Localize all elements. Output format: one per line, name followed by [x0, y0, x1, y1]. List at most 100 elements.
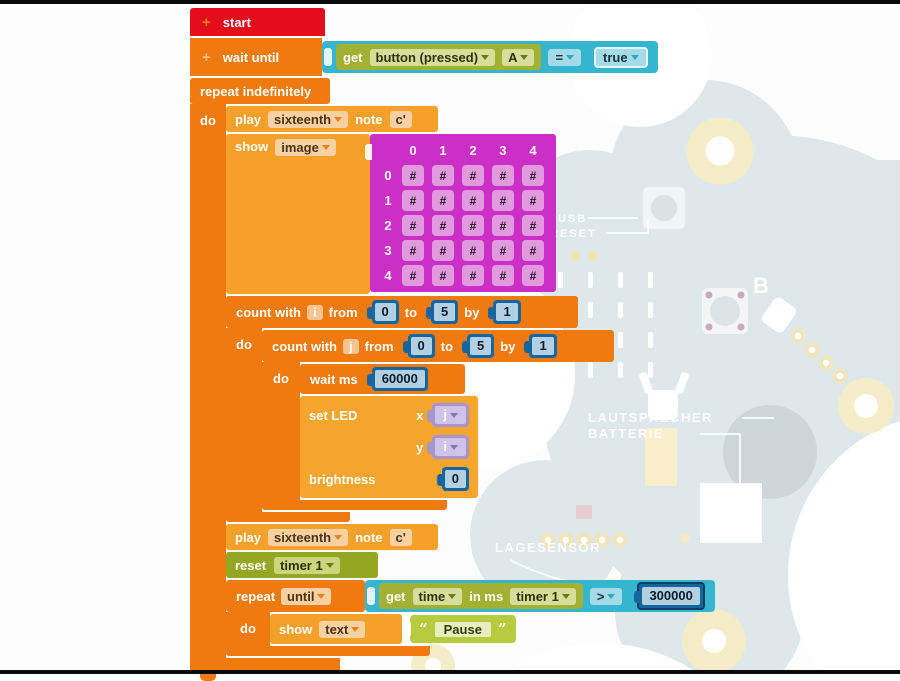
- wait-until-block[interactable]: + wait until: [190, 38, 322, 76]
- show-mode-dropdown[interactable]: image: [275, 139, 336, 156]
- start-block[interactable]: + start: [190, 8, 325, 36]
- grid-cell[interactable]: #: [462, 165, 484, 186]
- show-image-block[interactable]: show image: [226, 134, 372, 294]
- string-value[interactable]: Pause: [434, 621, 491, 637]
- grid-col-header: 2: [469, 143, 477, 158]
- y-label: y: [416, 439, 424, 455]
- duration-dropdown[interactable]: sixteenth: [268, 528, 349, 546]
- duration-dropdown[interactable]: sixteenth: [268, 110, 349, 128]
- block-stack: + start + wait until get button (pressed…: [190, 8, 715, 681]
- loop-var-field[interactable]: i: [307, 304, 323, 320]
- variable-block[interactable]: j: [427, 403, 469, 427]
- number-block[interactable]: 0: [436, 467, 469, 491]
- grid-cell[interactable]: #: [462, 265, 484, 286]
- show-text-block[interactable]: show text: [270, 614, 402, 644]
- count-i-block[interactable]: count with i from 0 to 5 by 1 do: [226, 296, 715, 522]
- true-block[interactable]: true: [594, 46, 648, 68]
- count-i-header[interactable]: count with i from 0 to 5 by 1: [226, 296, 578, 328]
- duration-value: sixteenth: [274, 529, 332, 545]
- plus-icon[interactable]: +: [202, 13, 211, 31]
- grid-cell[interactable]: #: [402, 265, 424, 286]
- grid-cell[interactable]: #: [432, 240, 454, 261]
- sensor-dropdown[interactable]: button (pressed): [369, 48, 496, 66]
- loop-var-field[interactable]: j: [343, 338, 359, 354]
- number-block[interactable]: 1: [524, 334, 557, 358]
- number-value: 300000: [642, 587, 700, 605]
- time-dropdown[interactable]: time: [412, 587, 463, 605]
- note-field[interactable]: c': [389, 110, 412, 128]
- grid-cell[interactable]: #: [402, 165, 424, 186]
- grid-row-header: 3: [384, 243, 392, 258]
- grid-cell[interactable]: #: [402, 215, 424, 236]
- wait-ms-block[interactable]: wait ms 60000: [300, 364, 465, 394]
- chevron-down-icon: [630, 54, 639, 60]
- grid-cell[interactable]: #: [462, 215, 484, 236]
- from-label: from: [364, 338, 394, 354]
- grid-cell[interactable]: #: [492, 165, 514, 186]
- get-time-block[interactable]: get time in ms timer 1: [379, 583, 583, 609]
- grid-cell[interactable]: #: [522, 215, 544, 236]
- number-block[interactable]: 0: [402, 334, 435, 358]
- play-note-block[interactable]: play sixteenth note c': [226, 106, 438, 132]
- show-mode-dropdown[interactable]: text: [319, 620, 366, 638]
- brightness-label: brightness: [309, 471, 376, 487]
- plus-icon[interactable]: +: [202, 48, 211, 66]
- grid-col-header: 0: [409, 143, 417, 158]
- count-j-block[interactable]: count with j from 0 to 5 by 1: [262, 330, 614, 510]
- operator-dropdown[interactable]: >: [589, 587, 623, 605]
- get-button-block[interactable]: get button (pressed) A: [336, 44, 542, 70]
- repeat-until-header[interactable]: repeat until: [226, 580, 365, 612]
- timer-dropdown[interactable]: timer 1: [510, 587, 576, 605]
- set-led-block[interactable]: set LED x j: [300, 396, 478, 498]
- play-note-block[interactable]: play sixteenth note c': [226, 524, 438, 550]
- repeat-forever-spine: do: [190, 104, 226, 658]
- repeat-until-block[interactable]: repeat until get time: [226, 580, 715, 656]
- grid-cell[interactable]: #: [522, 265, 544, 286]
- chevron-down-icon: [450, 444, 458, 450]
- grid-cell[interactable]: #: [492, 215, 514, 236]
- grid-cell[interactable]: #: [402, 190, 424, 211]
- reset-timer-block[interactable]: reset timer 1: [226, 552, 378, 578]
- grid-cell[interactable]: #: [432, 165, 454, 186]
- duration-value: sixteenth: [274, 111, 332, 127]
- grid-cell[interactable]: #: [522, 190, 544, 211]
- number-block[interactable]: 60000: [366, 367, 428, 391]
- number-block[interactable]: 300000: [634, 582, 705, 610]
- count-j-header[interactable]: count with j from 0 to 5 by 1: [262, 330, 614, 362]
- board-label-b: B: [753, 273, 769, 298]
- count-i-footer: [226, 512, 350, 522]
- board-label-usb: USB: [558, 213, 587, 225]
- grid-cell[interactable]: #: [432, 265, 454, 286]
- greater-expression-block[interactable]: get time in ms timer 1: [365, 580, 715, 612]
- timer-dropdown[interactable]: timer 1: [274, 556, 340, 574]
- grid-cell[interactable]: #: [522, 165, 544, 186]
- number-block[interactable]: 5: [461, 334, 495, 358]
- operator-value: >: [596, 588, 605, 604]
- number-block[interactable]: 5: [425, 300, 459, 324]
- loop-mode-dropdown[interactable]: until: [281, 587, 332, 605]
- grid-cell[interactable]: #: [402, 240, 424, 261]
- grid-cell[interactable]: #: [462, 190, 484, 211]
- variable-block[interactable]: i: [427, 435, 469, 459]
- operator-dropdown[interactable]: =: [548, 48, 582, 66]
- grid-cell[interactable]: #: [492, 265, 514, 286]
- grid-cell[interactable]: #: [462, 240, 484, 261]
- grid-cell[interactable]: #: [492, 190, 514, 211]
- note-field[interactable]: c': [389, 528, 412, 546]
- number-value: 60000: [374, 370, 425, 388]
- repeat-forever-block[interactable]: repeat indefinitely do play sixteenth no…: [190, 78, 715, 681]
- repeat-forever-header[interactable]: repeat indefinitely: [190, 78, 330, 104]
- grid-cell[interactable]: #: [492, 240, 514, 261]
- equals-expression-block[interactable]: get button (pressed) A = true: [322, 41, 658, 73]
- port-value: A: [508, 49, 518, 65]
- grid-cell[interactable]: #: [432, 215, 454, 236]
- grid-cell[interactable]: #: [432, 190, 454, 211]
- note-word: note: [355, 529, 383, 545]
- number-block[interactable]: 0: [366, 300, 399, 324]
- grid-cell[interactable]: #: [522, 240, 544, 261]
- port-dropdown[interactable]: A: [502, 48, 535, 66]
- number-block[interactable]: 1: [488, 300, 521, 324]
- repeat-until-footer: [226, 646, 430, 656]
- string-block[interactable]: “ Pause ”: [404, 615, 516, 643]
